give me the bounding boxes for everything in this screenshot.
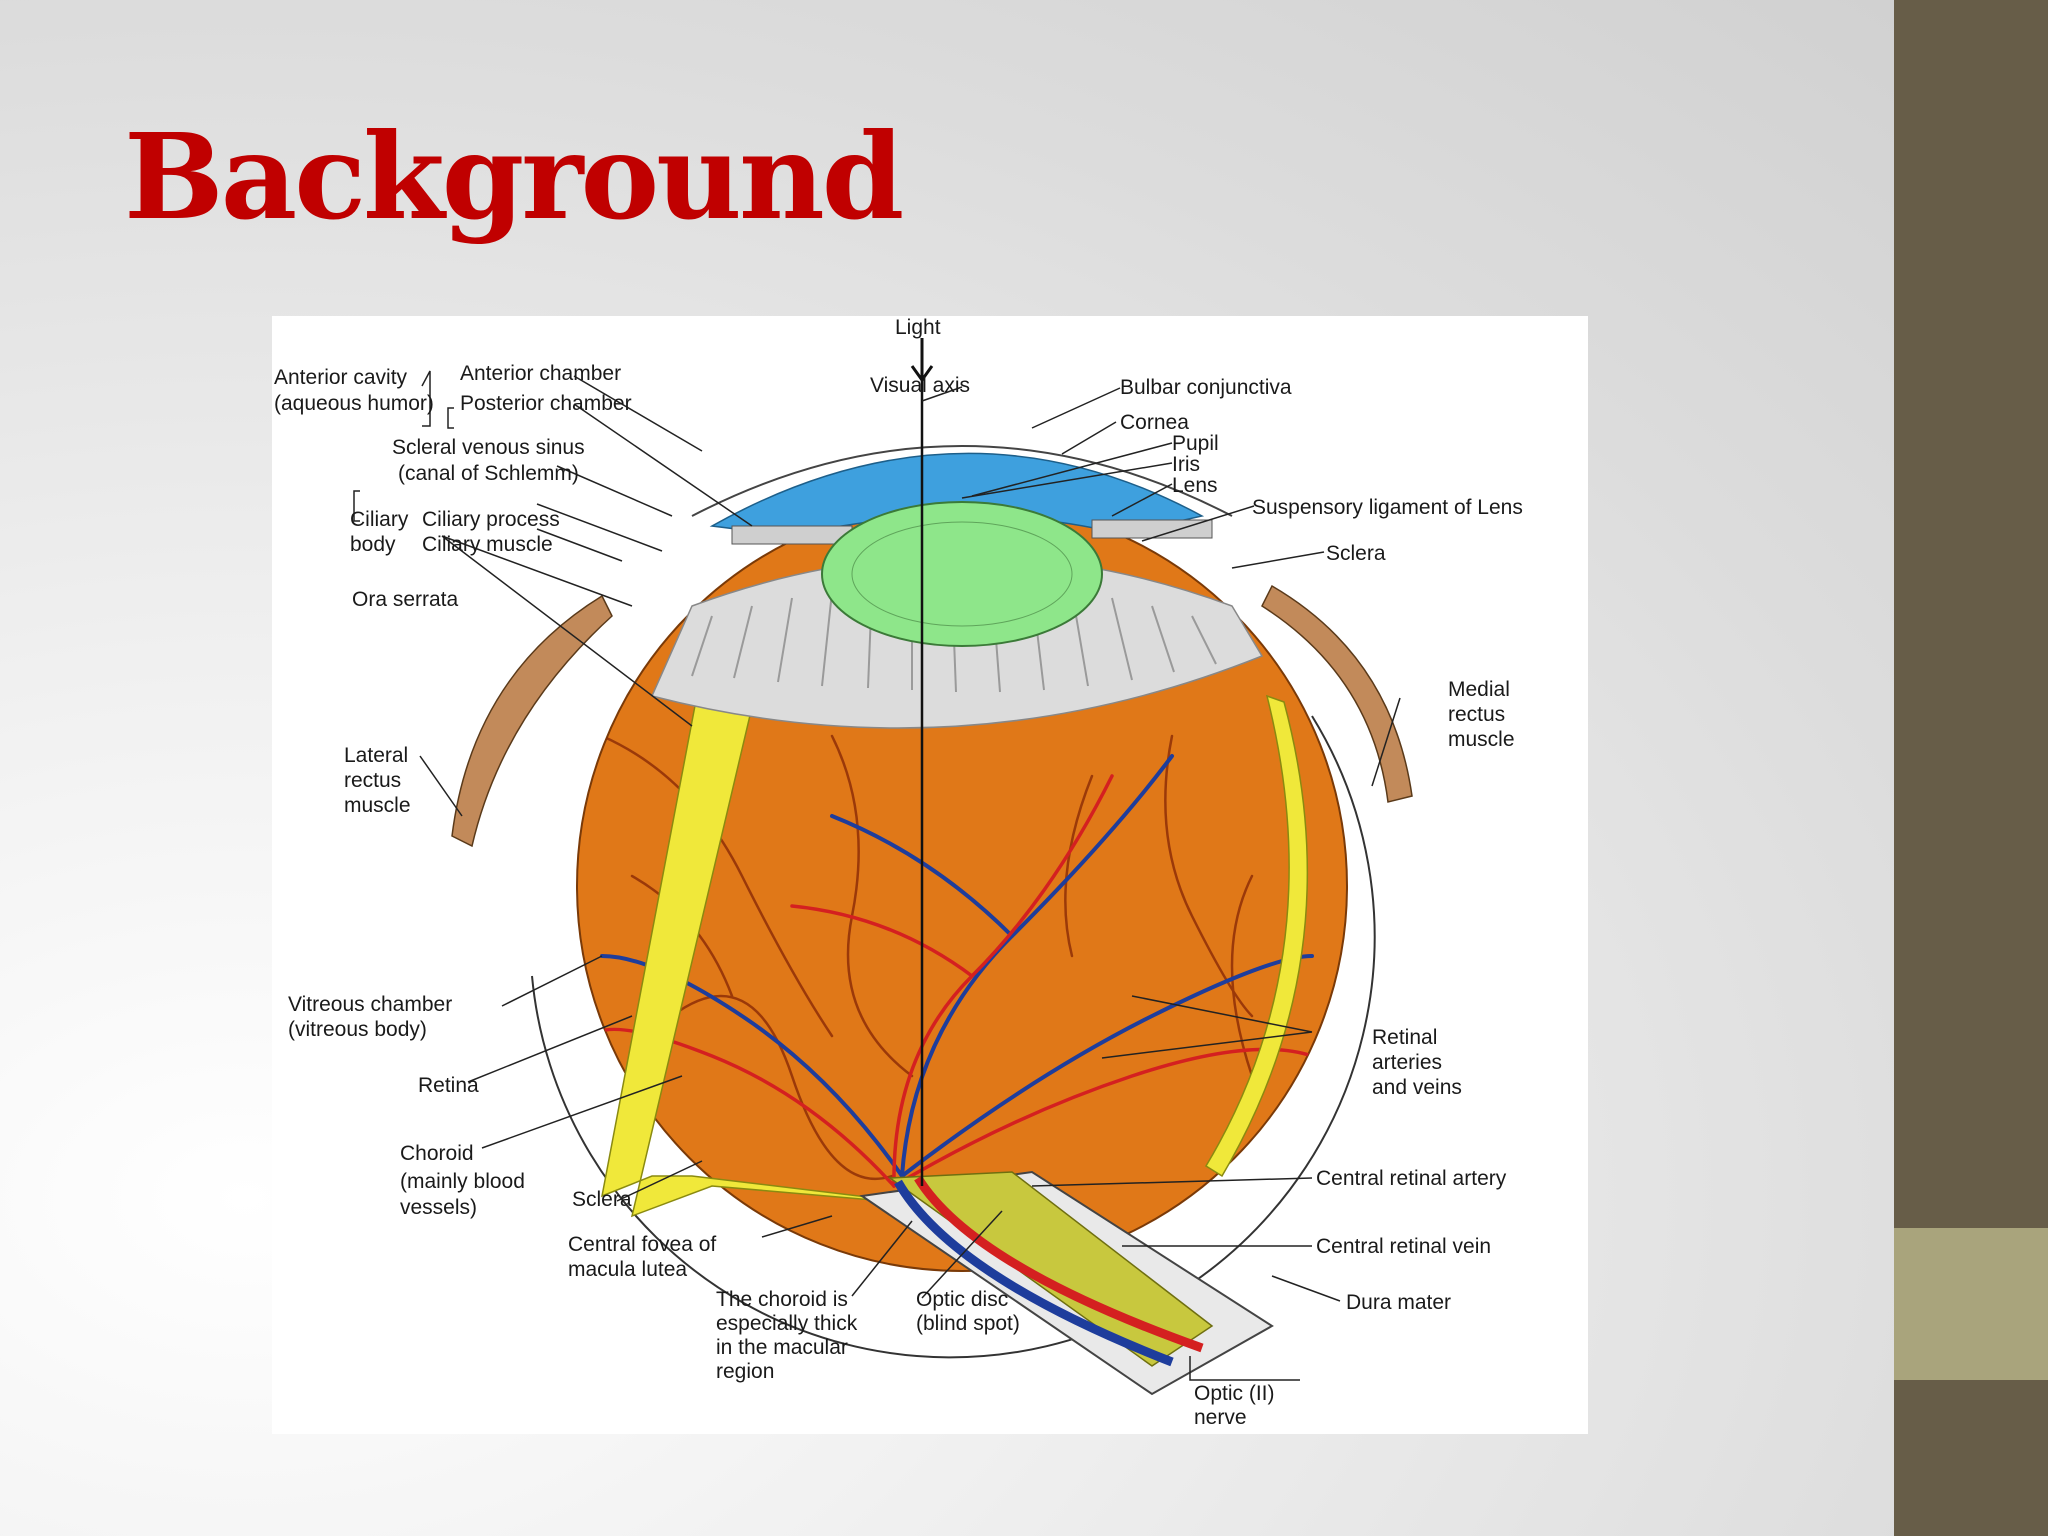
slide-title: Background [124, 107, 904, 246]
central-retinal-vein-vessel [894, 1179, 1174, 1367]
retina-right [1204, 694, 1309, 1178]
label-choroid-thick-1: The choroid is [716, 1288, 848, 1311]
label-bulbar-conjunctiva: Bulbar conjunctiva [1120, 376, 1292, 399]
leader-lines [353, 370, 1401, 1381]
label-optic-nerve-1: Optic (II) [1194, 1382, 1275, 1405]
label-retinal-1: Retinal [1372, 1026, 1437, 1049]
eye-diagram-svg: Light Visual axis Anterior cavity (aqueo… [274, 316, 1523, 1429]
label-ora-serrata: Ora serrata [352, 588, 459, 611]
conjunctiva-outline [691, 445, 1233, 517]
label-ciliary-muscle: Ciliary muscle [422, 533, 553, 556]
sidebar-accent-block [1894, 1228, 2048, 1380]
label-central-retinal-vein: Central retinal vein [1316, 1235, 1491, 1258]
label-anterior-cavity: Anterior cavity [274, 366, 408, 389]
label-ciliary-process: Ciliary process [422, 508, 560, 531]
label-sclera-top: Sclera [1326, 542, 1386, 565]
label-retinal-3: and veins [1372, 1076, 1462, 1099]
label-muscle-medial: muscle [1448, 728, 1515, 751]
label-choroid: Choroid [400, 1142, 474, 1165]
label-choroid-thick-4: region [716, 1360, 774, 1383]
label-optic-disc-2: (blind spot) [916, 1312, 1020, 1335]
label-canal-of-schlemm: (canal of Schlemm) [398, 462, 579, 485]
retinal-vessels [590, 734, 1314, 1188]
lens [821, 501, 1103, 647]
lens-inner-line [851, 521, 1073, 627]
label-mainly-blood: (mainly blood [400, 1170, 525, 1193]
label-ciliary: Ciliary [350, 508, 409, 531]
label-light: Light [895, 316, 941, 339]
label-lens: Lens [1172, 474, 1218, 497]
label-visual-axis: Visual axis [870, 374, 970, 397]
medial-rectus-muscle-shape [1261, 584, 1413, 803]
label-pupil: Pupil [1172, 432, 1219, 455]
label-choroid-thick-3: in the macular [716, 1336, 848, 1359]
label-anterior-chamber: Anterior chamber [460, 362, 621, 385]
label-rectus-medial: rectus [1448, 703, 1505, 726]
label-optic-disc-1: Optic disc [916, 1288, 1008, 1311]
label-central-fovea-1: Central fovea of [568, 1233, 716, 1256]
label-central-fovea-2: macula lutea [568, 1258, 687, 1281]
label-cornea: Cornea [1120, 411, 1189, 434]
diagram-labels: Light Visual axis Anterior cavity (aqueo… [274, 316, 1523, 1429]
lateral-rectus-muscle-shape [451, 594, 613, 848]
iris-left [731, 525, 853, 545]
label-vitreous-chamber: Vitreous chamber [288, 993, 452, 1016]
label-vitreous-body: (vitreous body) [288, 1018, 427, 1041]
label-rectus-lateral: rectus [344, 769, 401, 792]
label-muscle-lateral: muscle [344, 794, 411, 817]
label-medial: Medial [1448, 678, 1510, 701]
label-body: body [350, 533, 396, 556]
eye-anatomy-diagram: Light Visual axis Anterior cavity (aqueo… [272, 316, 1588, 1434]
label-aqueous-humor: (aqueous humor) [274, 392, 434, 415]
label-retina: Retina [418, 1074, 479, 1097]
label-scleral-venous-sinus: Scleral venous sinus [392, 436, 585, 459]
label-dura-mater: Dura mater [1346, 1291, 1451, 1314]
label-retinal-2: arteries [1372, 1051, 1442, 1074]
label-suspensory-ligament: Suspensory ligament of Lens [1252, 496, 1523, 519]
label-sclera-bottom: Sclera [572, 1188, 632, 1211]
label-central-retinal-artery: Central retinal artery [1316, 1167, 1507, 1190]
label-optic-nerve-2: nerve [1194, 1406, 1247, 1429]
label-posterior-chamber: Posterior chamber [460, 392, 632, 415]
label-lateral: Lateral [344, 744, 408, 767]
central-retinal-artery-vessel [914, 1175, 1204, 1353]
label-vessels: vessels) [400, 1196, 477, 1219]
label-iris: Iris [1172, 453, 1200, 476]
label-choroid-thick-2: especially thick [716, 1312, 858, 1335]
iris-right [1091, 519, 1213, 539]
light-arrow [910, 338, 934, 383]
